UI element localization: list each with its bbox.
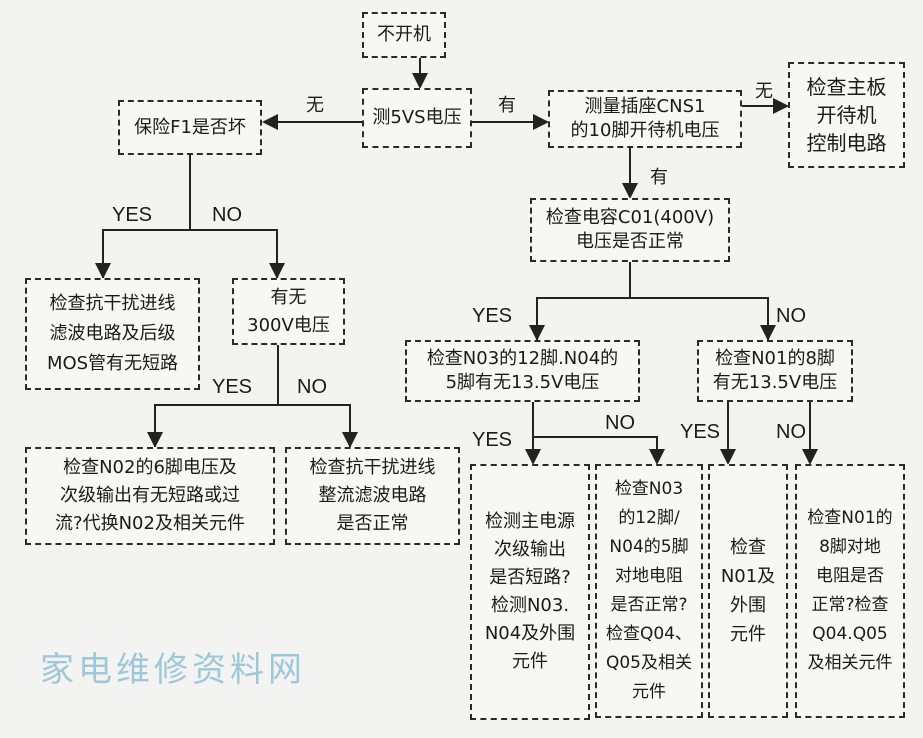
node-filter-mos-check: 检查抗干扰进线 滤波电路及后级 MOS管有无短路	[25, 278, 200, 390]
node-text: 5脚有无13.5V电压	[445, 372, 600, 393]
node-text: N04及外围	[484, 623, 576, 644]
node-text: 的10脚开待机电压	[570, 120, 720, 141]
node-text: 检查N01的	[807, 508, 893, 528]
node-n01-periph-check: 检查 N01及 外围 元件	[708, 464, 788, 718]
node-text: 300V电压	[247, 314, 330, 336]
node-text: 电压是否正常	[576, 231, 684, 252]
node-text: 开待机	[816, 103, 877, 127]
node-text: N01及	[720, 566, 776, 587]
node-text: 检查电容C01(400V)	[545, 207, 715, 228]
edge-label-none: 无	[755, 81, 773, 102]
node-text: 检查	[730, 537, 766, 558]
node-text: 检查Q04、	[605, 624, 692, 644]
node-text: 检查抗干扰进线	[49, 293, 176, 314]
node-text: 测5VS电压	[372, 107, 462, 128]
node-text: 检查抗干扰进线	[309, 457, 436, 478]
node-300v-check: 有无 300V电压	[232, 278, 345, 345]
node-measure-5vs: 测5VS电压	[362, 88, 472, 148]
edge-label-has: 有	[498, 95, 516, 116]
node-text: Q05及相关	[605, 653, 692, 673]
node-rectifier-check: 检查抗干扰进线 整流滤波电路 是否正常	[285, 447, 460, 545]
node-n03-n04-check: 检查N03的12脚.N04的 5脚有无13.5V电压	[405, 340, 640, 402]
node-text: 外围	[730, 595, 766, 616]
edge-label-yes: YES	[680, 421, 721, 443]
node-text: 检查N03的12脚.N04的	[426, 348, 619, 369]
node-text: 对地电阻	[615, 566, 683, 586]
node-text: 检查N02的6脚电压及	[63, 457, 237, 478]
node-cns1-check: 测量插座CNS1 的10脚开待机电压	[548, 90, 742, 148]
node-n01-check: 检查N01的8脚 有无13.5V电压	[697, 340, 853, 402]
node-text: 有无13.5V电压	[712, 372, 838, 393]
node-text: 检查N01的8脚	[715, 348, 835, 369]
node-text: Q04.Q05	[812, 624, 888, 644]
node-text: 有无	[270, 286, 307, 308]
node-n01-resistance-check: 检查N01的 8脚对地 电阻是否 正常?检查 Q04.Q05 及相关元件	[795, 464, 905, 718]
node-text: 8脚对地	[819, 537, 881, 557]
node-text: 控制电路	[806, 131, 887, 155]
node-secondary-check: 检测主电源 次级输出 是否短路? 检测N03. N04及外围 元件	[470, 464, 590, 720]
node-text: 保险F1是否坏	[134, 116, 246, 138]
edge-label-yes: YES	[212, 376, 253, 398]
node-text: 是否正常	[336, 513, 409, 534]
node-text: 检查主板	[806, 75, 887, 99]
edge-label-yes: YES	[472, 429, 513, 451]
node-text: MOS管有无短路	[46, 353, 179, 374]
node-mainboard-check: 检查主板 开待机 控制电路	[788, 62, 905, 168]
node-text: 不开机	[377, 24, 431, 45]
node-start: 不开机	[362, 12, 446, 58]
edge-label-no: NO	[776, 305, 806, 327]
node-n02-check: 检查N02的6脚电压及 次级输出有无短路或过 流?代换N02及相关元件	[25, 447, 275, 545]
edge-label-has: 有	[650, 167, 668, 188]
node-text: 元件	[730, 624, 766, 645]
node-text: 元件	[512, 651, 548, 672]
node-text: 测量插座CNS1	[584, 96, 706, 117]
node-text: 整流滤波电路	[318, 485, 427, 506]
node-text: 流?代换N02及相关元件	[55, 513, 245, 534]
edge-label-no: NO	[212, 204, 242, 226]
node-text: 电阻是否	[816, 566, 884, 586]
edge-label-no: NO	[297, 376, 327, 398]
edge-label-no: NO	[605, 412, 635, 434]
node-text: 滤波电路及后级	[49, 323, 176, 344]
node-c01-check: 检查电容C01(400V) 电压是否正常	[530, 198, 730, 262]
node-text: 的12脚/	[618, 508, 680, 528]
node-text: 次级输出	[494, 539, 566, 560]
node-text: 检测N03.	[490, 595, 570, 616]
edge-label-no: NO	[776, 421, 806, 443]
node-text: N04的5脚	[609, 537, 689, 557]
node-text: 是否正常?	[610, 595, 688, 615]
edge-label-yes: YES	[112, 204, 153, 226]
node-text: 检测主电源	[485, 511, 575, 532]
node-text: 及相关元件	[807, 653, 893, 673]
node-fuse-check: 保险F1是否坏	[118, 100, 262, 155]
node-text: 元件	[632, 682, 666, 702]
node-text: 次级输出有无短路或过	[60, 485, 240, 506]
node-text: 正常?检查	[811, 595, 889, 615]
node-text: 检查N03	[614, 479, 684, 499]
node-n03-resistance-check: 检查N03 的12脚/ N04的5脚 对地电阻 是否正常? 检查Q04、 Q05…	[595, 464, 703, 718]
watermark-logo: 家电维修资料网	[40, 650, 306, 690]
edge-label-none: 无	[306, 95, 324, 116]
edge-label-yes: YES	[472, 305, 513, 327]
node-text: 是否短路?	[489, 567, 571, 588]
